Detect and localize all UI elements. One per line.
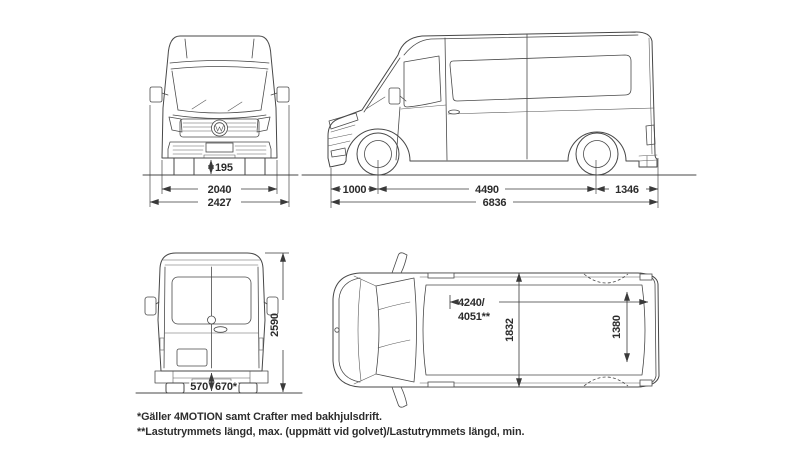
dim-load-height-fwd: 570 [190, 381, 208, 393]
front-right-wheel [244, 157, 266, 176]
dim-load-height-4motion: 670* [215, 381, 238, 393]
right-mirror [266, 296, 279, 316]
door-handle [448, 109, 460, 115]
high-roof-panel [422, 284, 646, 376]
cab-window [403, 55, 442, 108]
top-dimensions: 4240/ 4051** 1832 1380 [449, 272, 649, 388]
right-mirror-top [391, 386, 408, 408]
rear-door-handle [213, 326, 228, 333]
footnotes: *Gäller 4MOTION samt Crafter med bakhjul… [137, 410, 524, 440]
van-front-body [161, 35, 278, 159]
left-mirror-top [391, 252, 408, 274]
rear-bumper [154, 370, 269, 384]
dim-cargo-width: 1832 [504, 318, 516, 342]
side-mirror [388, 87, 401, 105]
license-plate [205, 142, 234, 153]
dim-ground-clearance: 195 [215, 162, 233, 174]
left-mirror [149, 86, 163, 103]
side-view-diagram: 1000 4490 1346 6836 [301, 31, 697, 209]
dim-overall-length: 6836 [483, 197, 507, 209]
top-van-drawing [332, 252, 660, 408]
front-grille [179, 118, 260, 138]
rear-wheel-arches [583, 273, 629, 387]
dim-overall-width-mirrors: 2427 [208, 197, 232, 209]
front-bumper [167, 141, 272, 159]
dim-overall-height: 2590 [269, 313, 281, 337]
dim-body-width: 2040 [208, 184, 232, 196]
side-dimensions: 1000 4490 1346 6836 [330, 158, 659, 209]
dim-cargo-length-max: 4240/ [458, 297, 485, 309]
van-top-body [332, 272, 660, 388]
front-view-diagram: 195 2040 2427 [142, 35, 299, 209]
headlights [168, 116, 271, 133]
rear-van-drawing [135, 252, 303, 394]
right-mirror [276, 86, 290, 103]
windshield-top [375, 277, 417, 383]
cargo-window-band [449, 54, 632, 102]
footnote-2: **Lastutrymmets längd, max. (uppmätt vid… [137, 426, 525, 438]
side-headlight [328, 112, 359, 130]
dim-cargo-length-min: 4051** [458, 311, 491, 323]
front-van-drawing [142, 35, 299, 176]
van-side-body [327, 31, 658, 168]
front-dimensions: 195 2040 2427 [149, 105, 290, 209]
rear-wheel [575, 132, 619, 176]
left-mirror [144, 296, 157, 316]
rear-view-diagram: 2590 570 670* [135, 252, 303, 395]
top-view-diagram: 4240/ 4051** 1832 1380 [332, 252, 660, 408]
tail-lamp [645, 124, 656, 146]
van-rear-body [157, 252, 266, 372]
rear-right-wheel [238, 382, 258, 394]
front-left-wheel [173, 157, 195, 176]
rear-license-plate [176, 348, 208, 367]
side-van-drawing [301, 31, 697, 176]
footnote-1: *Gäller 4MOTION samt Crafter med bakhjul… [137, 411, 382, 423]
rear-dimensions: 2590 570 670* [188, 252, 289, 395]
dim-rear-overhang: 1346 [615, 184, 639, 196]
dim-width-between-wheel-arches: 1380 [611, 315, 623, 339]
wiper-lines [191, 99, 243, 112]
dim-front-overhang: 1000 [343, 184, 367, 196]
rear-left-wheel [165, 382, 185, 394]
dim-wheelbase: 4490 [475, 184, 499, 196]
